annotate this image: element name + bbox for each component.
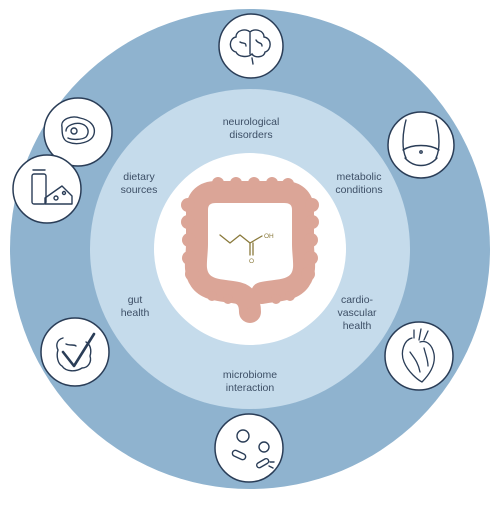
hydroxyl-label: OH bbox=[264, 233, 274, 240]
dairy-icon bbox=[12, 154, 82, 224]
bacteria-icon bbox=[214, 413, 284, 483]
label-line: microbiome bbox=[222, 369, 278, 381]
label-line: metabolic bbox=[336, 171, 382, 183]
label-line: cardio- bbox=[340, 294, 374, 306]
label-line: interaction bbox=[225, 382, 275, 394]
oxygen-label: O bbox=[249, 258, 254, 265]
label-gut-health: gut health bbox=[75, 294, 195, 320]
label-line: health bbox=[342, 320, 372, 332]
label-cardiovascular-health: cardio- vascular health bbox=[297, 294, 417, 333]
label-line: health bbox=[120, 307, 150, 319]
label-line: sources bbox=[120, 184, 158, 196]
checkmark-icon bbox=[61, 332, 96, 368]
gut-check-icon bbox=[40, 317, 110, 387]
colon-icon bbox=[181, 177, 319, 323]
label-line: gut bbox=[127, 294, 143, 306]
label-line: neurological bbox=[222, 116, 280, 128]
label-line: dietary bbox=[123, 171, 155, 183]
label-line: conditions bbox=[335, 184, 383, 196]
label-line: vascular bbox=[337, 307, 377, 319]
belly-icon bbox=[387, 111, 455, 179]
heart-icon bbox=[384, 321, 454, 391]
label-neurological-disorders: neurological disorders bbox=[191, 116, 311, 142]
steak-icon bbox=[43, 97, 113, 167]
label-line: disorders bbox=[229, 129, 273, 141]
brain-icon bbox=[218, 13, 284, 79]
label-metabolic-conditions: metabolic conditions bbox=[299, 171, 419, 197]
label-dietary-sources: dietary sources bbox=[79, 171, 199, 197]
butyrate-structure bbox=[219, 234, 263, 256]
label-microbiome-interaction: microbiome interaction bbox=[190, 369, 310, 395]
